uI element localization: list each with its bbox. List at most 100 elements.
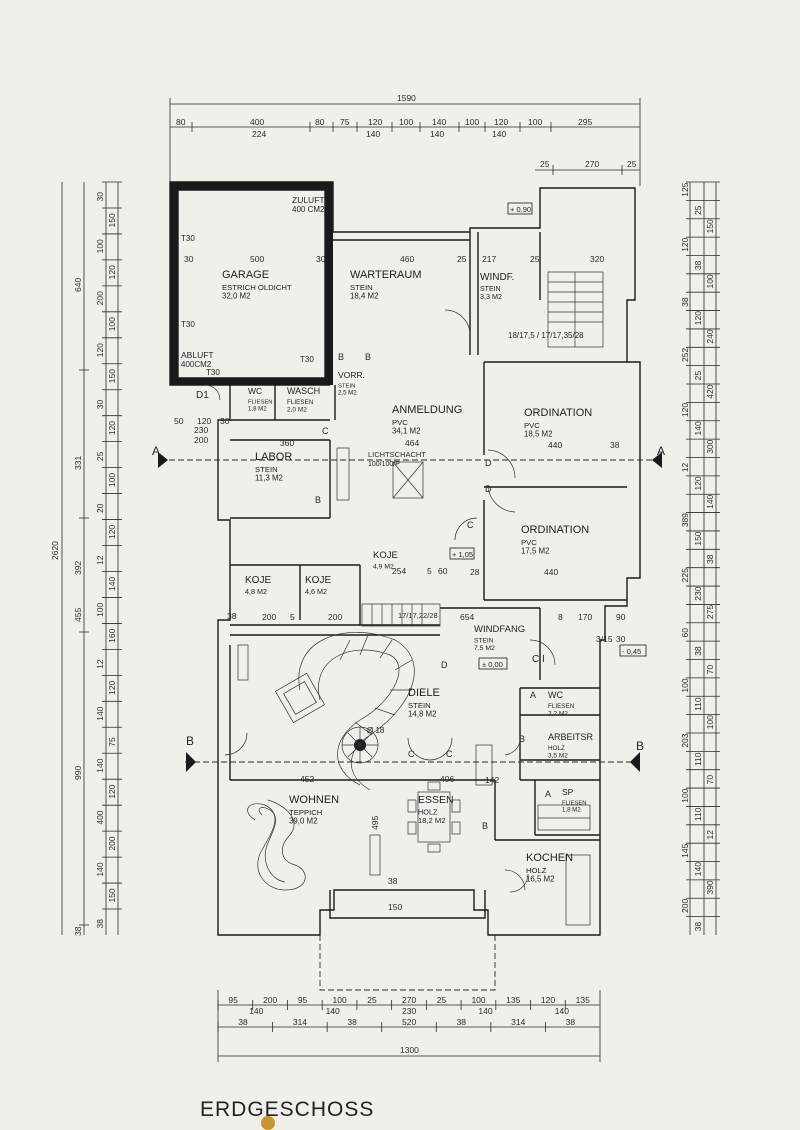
dim-inner-r200: 200 (194, 435, 208, 445)
room-sub: STEIN (408, 701, 431, 710)
dim-left-inner: 100 (95, 239, 105, 253)
dim-right-inner: 38 (680, 297, 690, 307)
room-sub: FLIESEN (248, 400, 273, 406)
dim-inner-k60: 60 (438, 566, 448, 576)
dim-left-3: 392 (73, 561, 83, 575)
marker-c-3: C (408, 749, 415, 759)
marker-c-1: C (322, 426, 329, 436)
top-dimensions: 1590 80 400 80 75 120 100 140 100 120 10… (169, 93, 641, 186)
room-area: 14,8 M2 (408, 710, 437, 719)
dim-top-2: 400 (250, 117, 264, 127)
dim-left-inner: 120 (95, 343, 105, 357)
marker-a-2: A (545, 789, 551, 799)
dim-top2-4: 140 (492, 129, 506, 139)
dim-left-inner: 200 (95, 291, 105, 305)
abluft-value: 400CM2 (181, 360, 212, 369)
dim-right-inner: 12 (705, 830, 715, 840)
marker-b-1: B (338, 352, 344, 362)
section-lines (158, 452, 662, 772)
room-name: LABOR (255, 451, 292, 463)
dim-inner-d28: 28 (470, 567, 480, 577)
dim-right-inner: 300 (705, 439, 715, 453)
dim-right-inner: 38 (693, 922, 703, 932)
dim-right-inner: 120 (680, 237, 690, 251)
dim-left-inner: 150 (107, 213, 117, 227)
dim-top-11: 295 (578, 117, 592, 127)
dim-inner-k8: 8 (558, 612, 563, 622)
dim-topr-3: 25 (627, 159, 637, 169)
room-area: 16,5 M2 (526, 875, 555, 884)
dim-inner-k200b: 200 (328, 612, 342, 622)
lichtschacht-label: LICHTSCHACHT (368, 450, 426, 459)
kitchen-fixtures (237, 447, 591, 926)
room-sub: FLIESEN (287, 399, 314, 406)
dim-inner-k5: 5 (290, 612, 295, 622)
room-name: ORDINATION (524, 407, 592, 419)
room-area: 17,5 M2 (521, 547, 550, 556)
dim-top-total: 1590 (397, 93, 416, 103)
dim-right-inner: 100 (705, 715, 715, 729)
section-b-right: B (636, 739, 644, 753)
lichtschacht-value: 100/100/P (368, 461, 400, 468)
marker-c-2: C (467, 520, 474, 530)
room-sub: FLIESEN (548, 703, 575, 710)
dim-inner-d150: 150 (388, 902, 402, 912)
dim-left-inner: 150 (107, 369, 117, 383)
dim-left-inner: 120 (107, 680, 117, 694)
walls (169, 181, 641, 991)
marker-d-3: D (441, 660, 448, 670)
dim-left-2: 331 (73, 456, 83, 470)
dim-left-6: 38 (73, 926, 83, 936)
dim-right-inner: 12 (680, 462, 690, 472)
dim-right-inner: 230 (693, 586, 703, 600)
room-sub: PVC (521, 538, 537, 547)
room-area: 2,0 M2 (287, 406, 307, 413)
room-name: WOHNEN (289, 794, 339, 806)
dim-inner-d315: 3/15 (596, 634, 613, 644)
dim-bottom: 140 (326, 1006, 340, 1016)
room-name: KOCHEN (526, 852, 573, 864)
dim-right-inner: 60 (680, 628, 690, 638)
room-sub: PVC (524, 421, 540, 430)
room-name: GARAGE (222, 269, 269, 281)
dim-right-inner: 140 (705, 494, 715, 508)
dim-left-inner: 100 (107, 473, 117, 487)
room-name: SP (562, 787, 574, 797)
dim-top-8: 100 (465, 117, 479, 127)
dim-inner-k200a: 200 (262, 612, 276, 622)
dim-left-inner: 140 (107, 577, 117, 591)
marker-ci: C I (532, 654, 545, 665)
room-sub: STEIN (255, 465, 278, 474)
dim-right-inner: 145 (680, 843, 690, 857)
dim-right-inner: 120 (680, 403, 690, 417)
dim-top-3: 80 (315, 117, 325, 127)
dim-bottom: 95 (298, 995, 308, 1005)
dim-inner-windf_w: 217 (482, 254, 496, 264)
dim-left-total: 2620 (50, 541, 60, 560)
dim-right-inner: 140 (693, 421, 703, 435)
dim-bottom: 25 (367, 995, 377, 1005)
dim-right-inner: 240 (705, 329, 715, 343)
room-area: 4,8 M2 (245, 587, 267, 596)
t30-label-1: T30 (181, 234, 195, 243)
room-area: 34,1 M2 (392, 427, 421, 436)
room-area: 18,4 M2 (350, 292, 379, 301)
dim-bottom-total: 1300 (400, 1045, 419, 1055)
section-a-left: A (152, 444, 160, 458)
dim-left-inner: 200 (107, 836, 117, 850)
dim-bottom: 120 (541, 995, 555, 1005)
dim-right-inner: 100 (705, 274, 715, 288)
dim-bottom: 38 (347, 1017, 357, 1027)
dim-left-inner: 12 (95, 659, 105, 669)
dim-bottom: 100 (471, 995, 485, 1005)
